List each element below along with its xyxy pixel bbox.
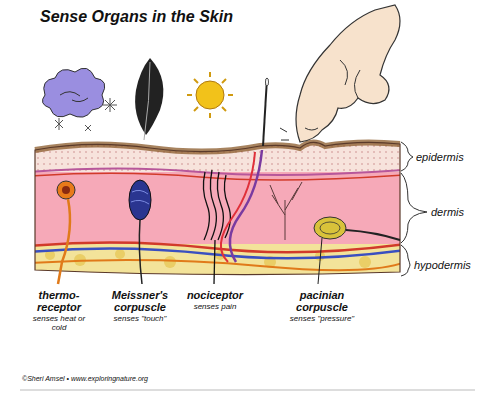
receptor-function: senses pain (175, 303, 255, 312)
footer-rule (20, 390, 475, 391)
meissner-corpuscle (129, 180, 151, 284)
cold-symbol (42, 68, 117, 131)
layer-label: epidermis (416, 151, 491, 163)
receptor-function: senses heat or cold (28, 315, 90, 333)
thermoreceptor (57, 181, 75, 284)
sun (187, 72, 233, 118)
receptor-name: thermo- receptor (28, 289, 90, 313)
receptor-name: Meissner's corpuscle (98, 289, 182, 313)
hand (280, 5, 400, 142)
credit-note: ©Sheri Amsel • www.exploringnature.org (22, 375, 322, 383)
receptor-function: senses "touch" (98, 315, 182, 324)
diagram-title: Sense Organs in the Skin (40, 8, 233, 26)
receptor-function: senses "pressure" (280, 315, 364, 324)
needle (263, 78, 269, 146)
skin-block (30, 130, 405, 284)
pacinian-corpuscle (314, 217, 400, 284)
nerve-ending (270, 182, 302, 240)
receptor-name: nociceptor (175, 289, 255, 301)
layer-label: hypodermis (414, 259, 492, 271)
receptor-name: pacinian corpuscle (280, 289, 364, 313)
feather (135, 58, 163, 140)
layer-label: dermis (431, 206, 491, 218)
